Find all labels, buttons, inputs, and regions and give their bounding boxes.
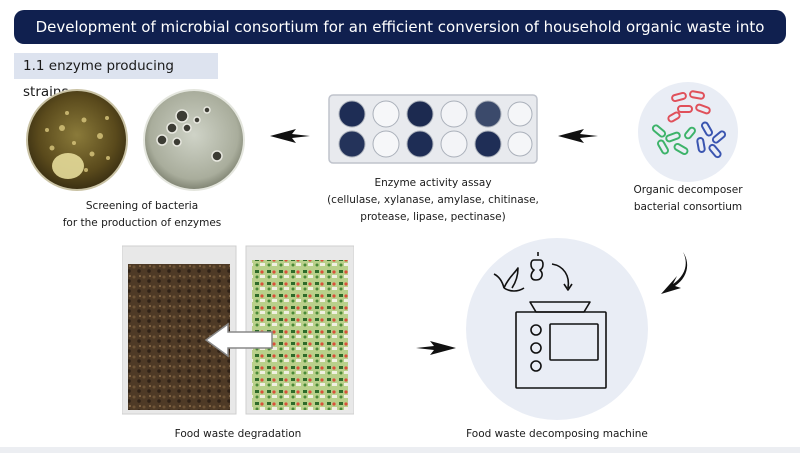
machine-background: [466, 238, 648, 420]
banana-peel-icon: [493, 267, 525, 292]
consortium-caption-line-2: bacterial consortium: [633, 201, 743, 213]
page-title: Development of microbial consortium for …: [14, 10, 786, 70]
petri-dish-2: [143, 89, 245, 191]
assay-caption-line-1: Enzyme activity assay: [374, 177, 492, 189]
petri-dishes-image: [26, 89, 245, 191]
machine-caption-line-1: Food waste decomposing machine: [466, 428, 648, 440]
consortium-caption-line-1: Organic decomposer: [633, 184, 743, 196]
consortium-caption: Organic decomposer bacterial consortium: [608, 182, 768, 216]
bottom-strip: [0, 447, 800, 453]
arrow-curved-down-icon: [661, 252, 688, 294]
machine-caption: Food waste decomposing machine: [466, 426, 648, 443]
apple-core-icon: [530, 252, 544, 281]
decomposer-machine-icon: [493, 252, 607, 389]
arrow-right-icon: [558, 129, 598, 143]
assay-caption: Enzyme activity assay (cellulase, xylana…: [318, 175, 548, 226]
arrow-left-icon: [416, 341, 456, 355]
screening-caption-line-2: for the production of enzymes: [62, 217, 222, 229]
petri-dish-1: [26, 89, 128, 191]
arrow-left-icon: [204, 322, 273, 358]
degradation-caption: Food waste degradation: [122, 426, 354, 443]
food-waste-bags-image: [122, 245, 354, 415]
section-label: 1.1 enzyme producing strains: [14, 53, 218, 100]
arrow-right-icon: [270, 129, 310, 143]
assay-caption-line-2: (cellulase, xylanase, amylase, chitinase…: [327, 194, 539, 206]
screening-caption: Screening of bacteria for the production…: [22, 198, 262, 232]
bacteria-consortium-icon: [651, 90, 727, 159]
assay-caption-line-3: protease, lipase, pectinase): [360, 211, 506, 223]
well-plate-image: [328, 94, 538, 164]
screening-caption-line-1: Screening of bacteria: [85, 200, 199, 212]
degradation-caption-line-1: Food waste degradation: [174, 428, 302, 440]
